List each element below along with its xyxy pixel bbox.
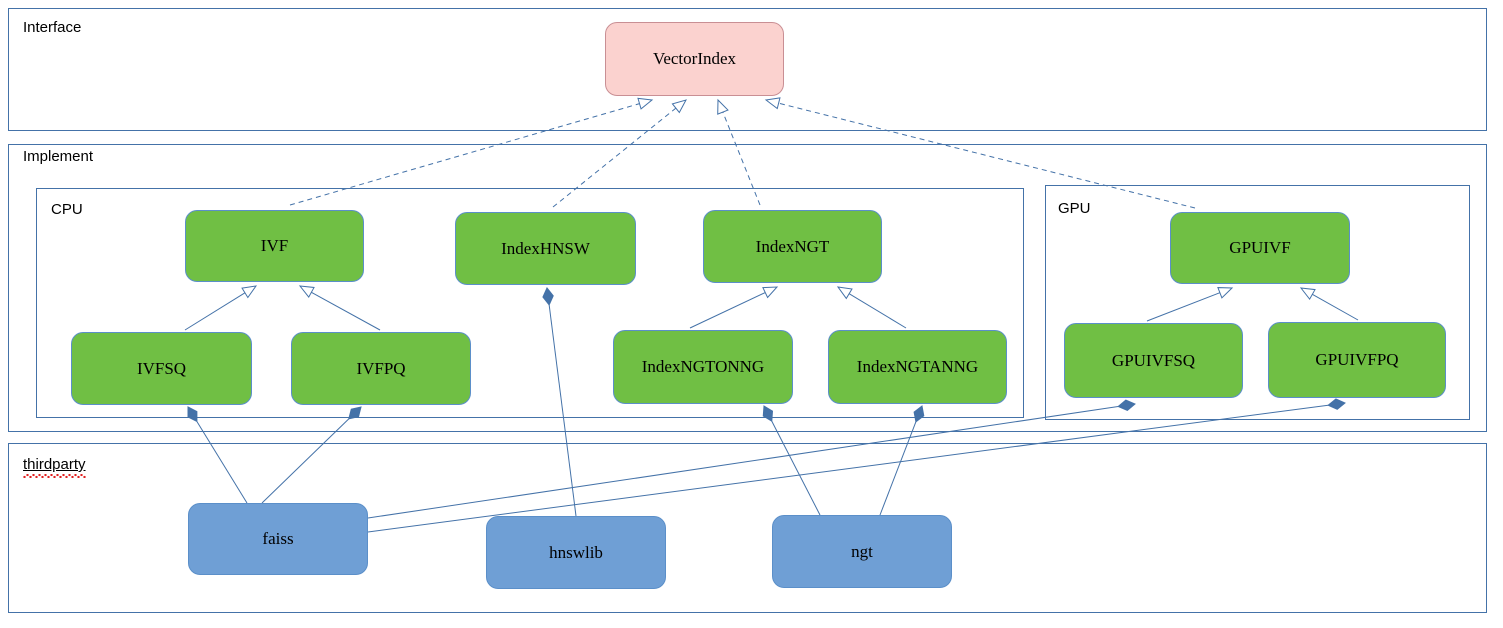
group-cpu-label: CPU <box>51 201 83 218</box>
group-interface-label: Interface <box>23 19 82 36</box>
class-node-ivf[interactable]: IVF <box>185 210 364 282</box>
class-node-indexngt[interactable]: IndexNGT <box>703 210 882 283</box>
group-implement: Implement <box>8 144 1487 432</box>
class-node-faiss[interactable]: faiss <box>188 503 368 575</box>
class-node-label: GPUIVFPQ <box>1315 350 1399 369</box>
class-node-label: faiss <box>262 529 294 548</box>
class-node-ivfsq[interactable]: IVFSQ <box>71 332 252 405</box>
group-cpu: CPU <box>36 188 1024 418</box>
group-gpu: GPU <box>1045 185 1470 420</box>
class-node-label: IndexNGTONNG <box>641 357 765 376</box>
class-node-label: IVFSQ <box>136 358 187 378</box>
class-node-label: IVFPQ <box>356 358 406 378</box>
class-node-label: IndexNGTANNG <box>856 357 979 376</box>
class-node-label: VectorIndex <box>652 49 737 68</box>
class-node-label: GPUIVF <box>1229 238 1291 257</box>
class-node-label: hnswlib <box>549 542 603 562</box>
class-node-hnswlib[interactable]: hnswlib <box>486 516 666 589</box>
class-node-label: ngt <box>851 541 873 561</box>
class-node-vectorindex[interactable]: VectorIndex <box>605 22 784 96</box>
class-node-ivfpq[interactable]: IVFPQ <box>291 332 471 405</box>
class-node-indexngtonng[interactable]: IndexNGTONNG <box>613 330 793 404</box>
class-node-indexngtanng[interactable]: IndexNGTANNG <box>828 330 1007 404</box>
class-node-label: IndexNGT <box>755 236 830 256</box>
class-node-ngt[interactable]: ngt <box>772 515 952 588</box>
class-node-label: IVF <box>260 236 289 255</box>
group-gpu-label: GPU <box>1058 200 1091 217</box>
class-node-gpuivfpq[interactable]: GPUIVFPQ <box>1268 322 1446 398</box>
spellcheck-squiggle <box>23 474 86 478</box>
class-node-gpuivfsq[interactable]: GPUIVFSQ <box>1064 323 1243 398</box>
class-node-indexhnsw[interactable]: IndexHNSW <box>455 212 636 285</box>
group-implement-label: Implement <box>23 148 94 165</box>
class-node-gpuivf[interactable]: GPUIVF <box>1170 212 1350 284</box>
group-interface: Interface <box>8 8 1487 131</box>
class-node-label: GPUIVFSQ <box>1111 350 1196 370</box>
class-node-label: IndexHNSW <box>501 238 590 258</box>
group-thirdparty-label: thirdparty <box>23 456 86 473</box>
